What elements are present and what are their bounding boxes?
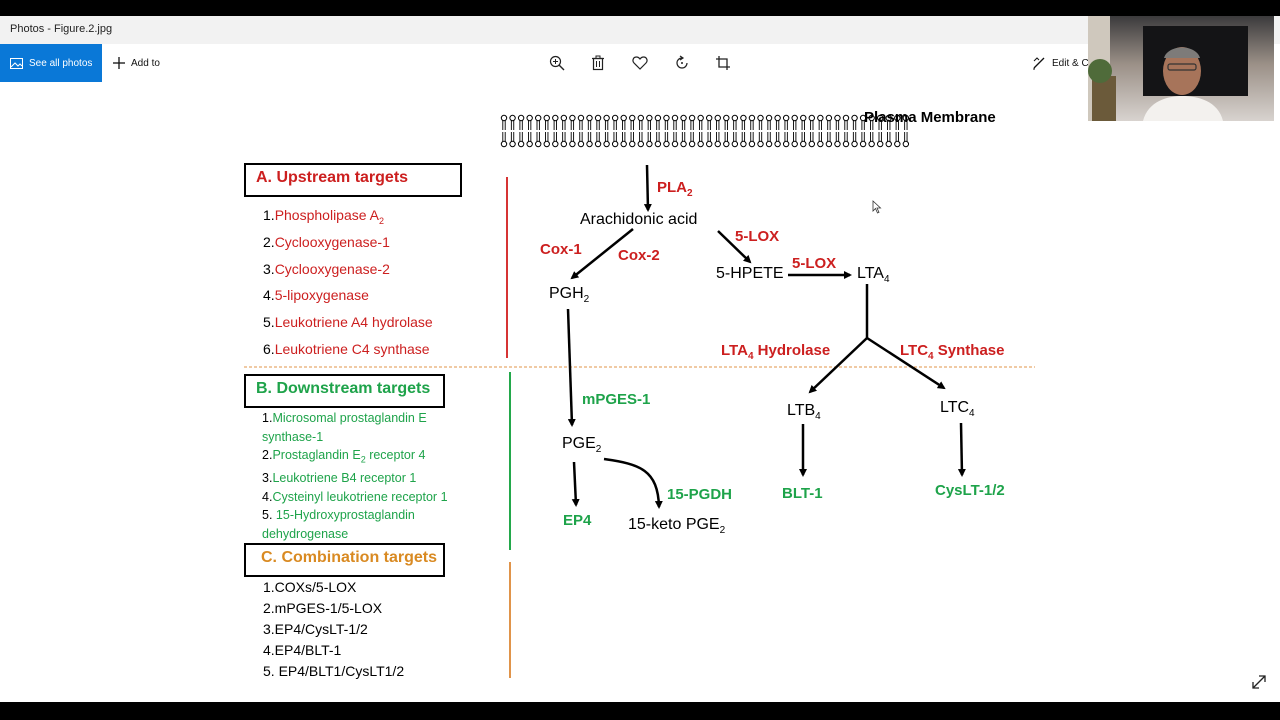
ltc4-label: LTC4 [940, 399, 975, 420]
see-all-photos-label: See all photos [29, 57, 93, 69]
webcam-overlay [1088, 16, 1274, 121]
lta4-label: LTA4 [857, 265, 890, 286]
edit-pen-icon [1033, 57, 1045, 70]
title-bar: Photos - Figure.2.jpg [0, 16, 1280, 44]
mpges-1-label: mPGES-1 [582, 391, 651, 408]
list-item: synthase-1 [262, 429, 324, 444]
list-item: 1.COXs/5-LOX [263, 579, 357, 595]
5-lox-label-2: 5-LOX [792, 255, 837, 272]
15-pgdh-label: 15-PGDH [667, 486, 733, 503]
figure-image: Plasma Membrane A. Upstream targets 1.Ph… [0, 82, 1280, 702]
pla2-label: PLA2 [657, 179, 693, 199]
pgh2-label: PGH2 [549, 285, 590, 306]
delete-icon[interactable] [590, 55, 606, 71]
list-item: 3.Leukotriene B4 receptor 1 [262, 471, 417, 485]
pathway-diagram-lines [244, 112, 1035, 678]
list-item: 1.Phospholipase A2 [263, 207, 385, 226]
edit-create-button[interactable]: Edit & C [1032, 44, 1089, 82]
toolbar: See all photos Add to Edit & C [0, 44, 1280, 82]
list-item: 3.EP4/CysLT-1/2 [263, 621, 368, 637]
heart-icon[interactable] [632, 55, 648, 71]
fullscreen-expand-icon[interactable] [1250, 673, 1268, 691]
cox2-label: Cox-2 [618, 247, 660, 264]
5-lox-label: 5-LOX [735, 228, 780, 245]
list-item: 2.Cyclooxygenase-1 [263, 233, 390, 250]
list-item: 2.mPGES-1/5-LOX [263, 600, 383, 616]
downstream-targets-list: 1.Microsomal prostaglandin E synthase-1 … [262, 409, 448, 543]
edit-create-label: Edit & C [1052, 57, 1089, 69]
photos-icon [10, 57, 23, 69]
presenter-video [1088, 16, 1248, 121]
list-item: 4.Cysteinyl leukotriene receptor 1 [262, 489, 448, 504]
crop-icon[interactable] [715, 55, 731, 71]
list-item: 5. EP4/BLT1/CysLT1/2 [263, 663, 405, 679]
pge2-label: PGE2 [562, 435, 602, 456]
plasma-membrane-label: Plasma Membrane [864, 109, 996, 126]
list-item: 6.Leukotriene C4 synthase [263, 340, 430, 357]
list-item: 5. 15-Hydroxyprostaglandin [262, 508, 415, 522]
ltc4-synthase-label: LTC4 Synthase [900, 342, 1005, 362]
cox1-label: Cox-1 [540, 241, 582, 258]
upstream-targets-header: A. Upstream targets [244, 163, 462, 197]
zoom-in-icon[interactable] [549, 55, 565, 71]
ep4-label: EP4 [563, 512, 592, 529]
list-item: 3.Cyclooxygenase-2 [263, 260, 390, 277]
15-keto-pge2-label: 15-keto PGE2 [628, 516, 726, 537]
list-item: 2.Prostaglandin E2 receptor 4 [262, 448, 426, 465]
upstream-targets-list: 1.Phospholipase A2 2.Cyclooxygenase-1 3.Cy… [263, 205, 433, 366]
combination-targets-header: C. Combination targets [244, 543, 445, 577]
window-title: Photos - Figure.2.jpg [10, 23, 113, 35]
mouse-cursor-icon [872, 200, 882, 214]
list-item: 1.Microsomal prostaglandin E [262, 411, 427, 425]
cyslt-1-2-label: CysLT-1/2 [935, 482, 1005, 499]
arachidonic-acid-label: Arachidonic acid [580, 211, 698, 228]
combination-targets-list: 1.COXs/5-LOX 2.mPGES-1/5-LOX 3.EP4/CysLT-1… [263, 577, 404, 682]
list-item: 4.5-lipoxygenase [263, 287, 369, 304]
plus-icon [113, 57, 125, 69]
blt-1-label: BLT-1 [782, 485, 823, 502]
downstream-targets-header: B. Downstream targets [244, 374, 445, 408]
rotate-icon[interactable] [674, 55, 690, 71]
ltb4-label: LTB4 [787, 402, 821, 423]
add-to-button[interactable]: Add to [112, 44, 160, 82]
list-item: 4.EP4/BLT-1 [263, 642, 342, 658]
see-all-photos-button[interactable]: See all photos [0, 44, 102, 82]
list-item: 5.Leukotriene A4 hydrolase [263, 314, 433, 331]
list-item: dehydrogenase [262, 526, 349, 541]
add-to-label: Add to [131, 57, 160, 69]
photos-app-window: Photos - Figure.2.jpg See all photos Add… [0, 16, 1280, 702]
lta4-hydrolase-label: LTA4 Hydrolase [721, 342, 831, 362]
5-hpete-label: 5-HPETE [716, 265, 784, 282]
